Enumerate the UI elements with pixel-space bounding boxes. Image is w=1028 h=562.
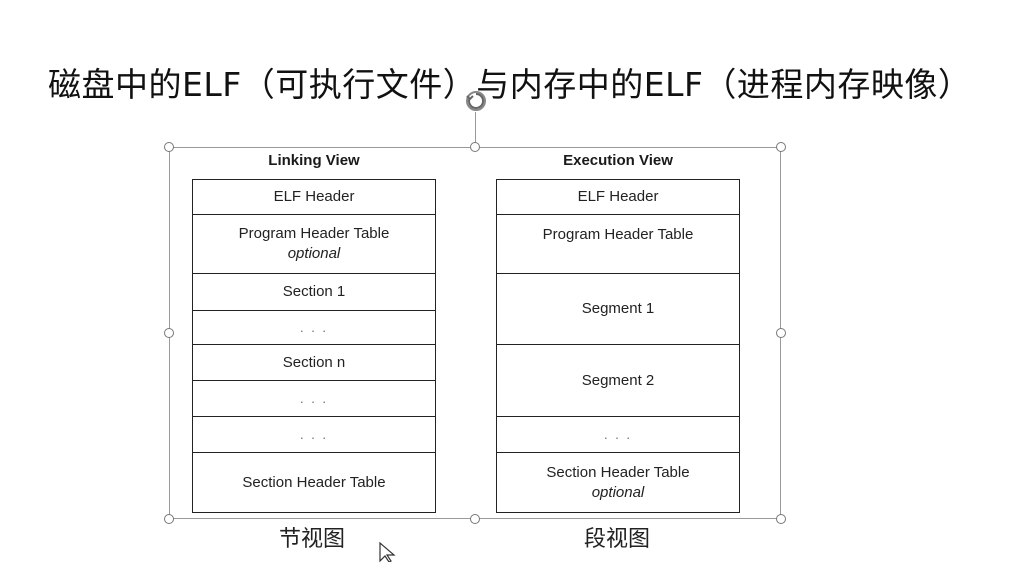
execution-cell-program-header-table: Program Header Table <box>497 215 739 274</box>
linking-cell-ellipsis: . . . <box>193 417 435 453</box>
resize-handle-right[interactable] <box>776 328 786 338</box>
resize-handle-bottom-left[interactable] <box>164 514 174 524</box>
resize-handle-top-right[interactable] <box>776 142 786 152</box>
execution-cell-elf-header: ELF Header <box>497 180 739 215</box>
resize-handle-left[interactable] <box>164 328 174 338</box>
execution-view-caption: 段视图 <box>584 527 651 552</box>
rotation-handle-stem <box>475 112 476 147</box>
linking-cell-ellipsis: . . . <box>193 311 435 345</box>
linking-cell-elf-header: ELF Header <box>193 180 435 215</box>
resize-handle-bottom[interactable] <box>470 514 480 524</box>
linking-cell-section-n: Section n <box>193 345 435 381</box>
rotate-icon[interactable] <box>464 89 488 113</box>
execution-view-heading: Execution View <box>563 152 673 169</box>
execution-cell-segment-1: Segment 1 <box>497 274 739 345</box>
linking-view-caption: 节视图 <box>279 527 346 552</box>
slide-title: 磁盘中的ELF（可执行文件）与内存中的ELF（进程内存映像） <box>48 65 972 104</box>
execution-view-column: ELF Header Program Header Table Segment … <box>496 179 740 513</box>
resize-handle-bottom-right[interactable] <box>776 514 786 524</box>
resize-handle-top[interactable] <box>470 142 480 152</box>
linking-cell-section-1: Section 1 <box>193 274 435 311</box>
execution-cell-ellipsis: . . . <box>497 417 739 453</box>
linking-cell-section-header-table: Section Header Table <box>242 473 386 491</box>
execution-cell-segment-2: Segment 2 <box>497 345 739 417</box>
resize-handle-top-left[interactable] <box>164 142 174 152</box>
linking-cell-ellipsis: . . . <box>193 381 435 417</box>
mouse-pointer-icon <box>379 542 396 562</box>
linking-view-heading: Linking View <box>268 152 360 169</box>
